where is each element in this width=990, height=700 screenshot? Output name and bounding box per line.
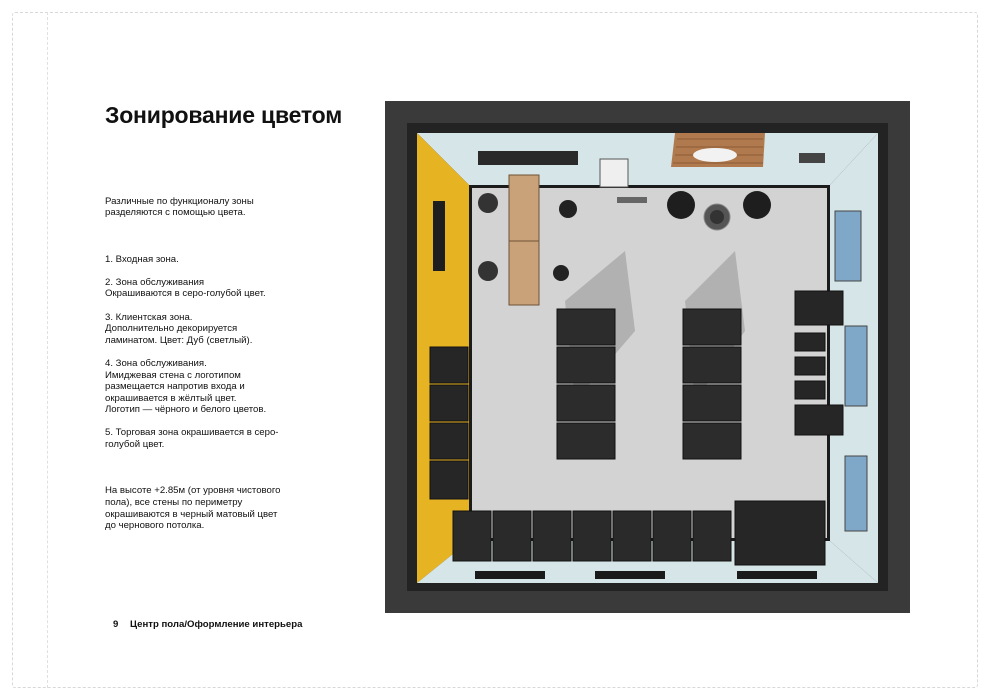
floor-plan-svg [385, 101, 910, 613]
display-rack-left [556, 308, 616, 460]
note-text: На высоте +2.85м (от уровня чистового по… [105, 485, 281, 532]
rug-icon [693, 148, 737, 162]
description: Различные по функционалу зоны разделяютс… [105, 184, 283, 543]
display-rack-right [682, 308, 742, 460]
page-title: Зонирование цветом [105, 102, 343, 128]
item-2: 2. Зона обслуживания Окрашиваются в серо… [105, 276, 266, 300]
logo-icon [433, 201, 445, 271]
floor-plan-image [385, 101, 910, 613]
item-1: 1. Входная зона. [105, 253, 179, 265]
chair-icon [478, 193, 498, 213]
rack-icon [478, 151, 578, 165]
page-number: 9 [113, 619, 119, 630]
item-5: 5. Торговая зона окрашивается в серо-гол… [105, 427, 279, 451]
left-wall-shelves [429, 346, 469, 500]
section-name: Центр пола/Оформление интерьера [130, 619, 303, 630]
page-footer: 9 Центр пола/Оформление интерьера [113, 619, 302, 630]
page-frame-inner [47, 12, 978, 688]
item-3: 3. Клиентская зона. Дополнительно декори… [105, 311, 253, 346]
window-icon [834, 210, 868, 532]
right-wall-shelves [794, 290, 844, 436]
intro-text: Различные по функционалу зоны разделяютс… [105, 195, 254, 219]
desk-oak [508, 174, 540, 306]
page-frame [12, 12, 978, 688]
item-4: 4. Зона обслуживания. Имиджевая стена с … [105, 357, 267, 416]
bottom-racks [452, 510, 732, 562]
